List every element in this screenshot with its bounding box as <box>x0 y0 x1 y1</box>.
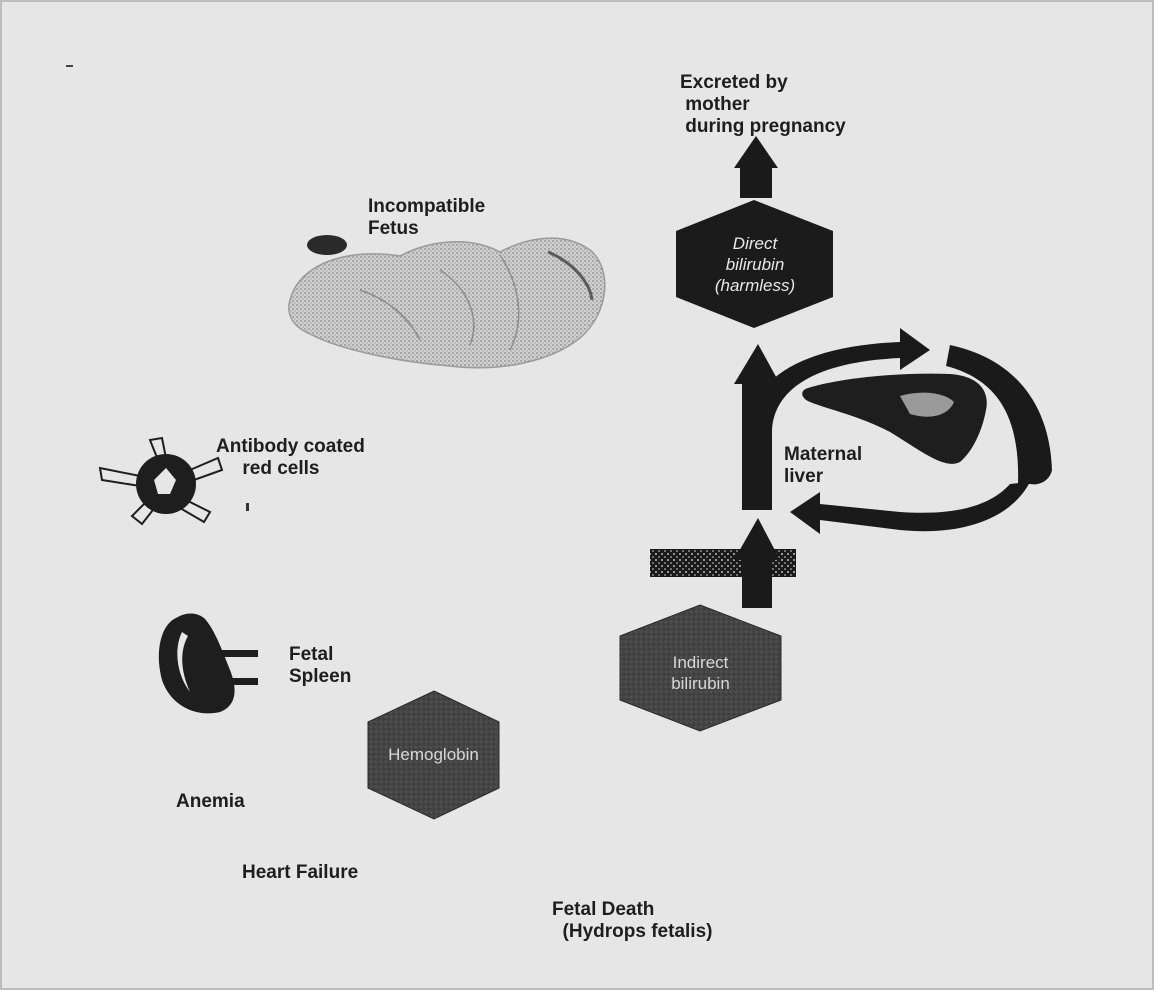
arrow-to-direct-bilirubin <box>734 344 780 432</box>
indirect-bilirubin-hexagon <box>619 604 782 732</box>
excreted-label: Excreted by mother during pregnancy <box>680 72 846 137</box>
liver-cycle-arrows <box>748 328 1052 534</box>
arrow-to-liver <box>734 430 780 608</box>
anemia-label: Anemia <box>176 791 245 812</box>
direct-bilirubin-label: Direct bilirubin (harmless) <box>714 234 796 295</box>
antibody-cell-icon <box>98 436 224 526</box>
spleen-icon <box>158 613 258 714</box>
fetus-illustration <box>288 235 606 369</box>
fetal-spleen-label: Fetal Spleen <box>289 644 352 687</box>
indirect-bilirubin-label: Indirect bilirubin <box>671 653 730 693</box>
stray-mark <box>66 65 73 67</box>
maternal-liver-label: Maternal liver <box>784 444 863 487</box>
hemoglobin-hexagon <box>367 690 500 820</box>
hemoglobin-label: Hemoglobin <box>388 745 479 764</box>
fetus-hand <box>307 235 347 255</box>
fetal-death-label: Fetal Death (Hydrops fetalis) <box>552 899 713 942</box>
heart-failure-label: Heart Failure <box>242 862 359 883</box>
arrow-to-excretion <box>734 136 778 198</box>
direct-bilirubin-hexagon <box>676 200 833 328</box>
antibody-coated-label: Antibody coated red cells <box>216 436 365 479</box>
incompatible-fetus-label: Incompatible Fetus <box>368 196 486 239</box>
